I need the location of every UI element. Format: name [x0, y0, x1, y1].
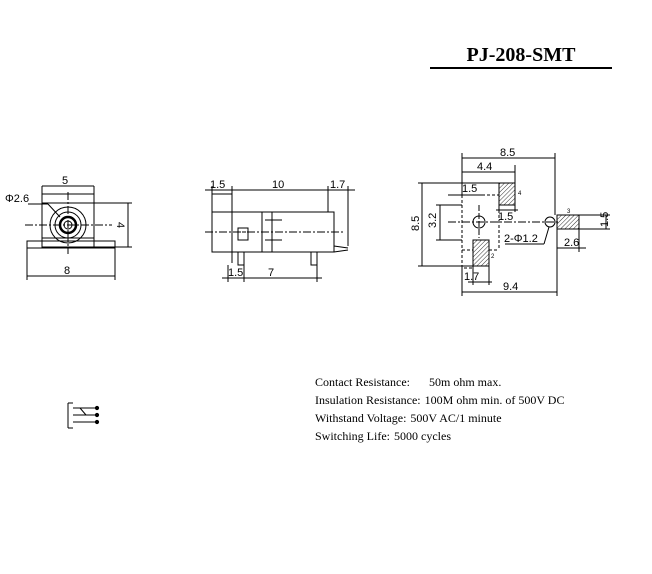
spec-row: Contact Resistance: 50m ohm max. [315, 373, 564, 391]
dim-pad-width: 1.5 [498, 211, 513, 223]
pcb-layout-view [418, 153, 610, 296]
spec-label: Contact Resistance: [315, 375, 410, 389]
dim-side-length: 10 [272, 179, 284, 191]
dim-pad-right-height: 1.5 [599, 212, 611, 227]
dim-pad-overall: 8.5 [500, 147, 515, 159]
specifications: Contact Resistance: 50m ohm max. Insulati… [315, 373, 564, 445]
drawing-title: PJ-208-SMT [430, 44, 612, 69]
dim-pad-height: 8.5 [410, 216, 422, 231]
spec-value: 500V AC/1 minute [410, 411, 502, 425]
dim-pad-inner: 4.4 [477, 161, 492, 173]
dim-side-right-top: 1.7 [330, 179, 345, 191]
spec-row: Insulation Resistance:100M ohm min. of 5… [315, 391, 564, 409]
spec-label: Switching Life: [315, 429, 390, 443]
pad-4 [498, 182, 516, 206]
dim-front-width-top: 5 [62, 175, 68, 187]
spec-value: 100M ohm min. of 500V DC [424, 393, 565, 407]
pad-3 [556, 214, 580, 230]
side-view [205, 186, 355, 282]
front-base-plate [26, 240, 116, 249]
dim-pad-left: 1.5 [462, 183, 477, 195]
pin-label-4: 4 [518, 191, 522, 197]
spec-value: 50m ohm max. [429, 375, 502, 389]
spec-value: 5000 cycles [394, 429, 451, 443]
schematic-symbol [67, 402, 100, 429]
spec-label: Insulation Resistance: [315, 393, 421, 407]
jack-symbol [67, 402, 73, 429]
dim-pad-holes: 2-Φ1.2 [504, 233, 538, 245]
dim-pad-right-width: 2.6 [564, 237, 579, 249]
dim-side-left-bottom: 1.5 [228, 267, 243, 279]
front-view [25, 185, 132, 280]
dim-front-height: 4 [114, 222, 126, 228]
dim-pad-center: 3.2 [427, 213, 439, 228]
dim-pad-span: 9.4 [503, 281, 518, 293]
dim-side-pin-spacing: 7 [268, 267, 274, 279]
dim-pad-bottom-width: 1.7 [464, 271, 479, 283]
dim-front-diameter: Φ2.6 [5, 193, 29, 205]
spec-row: Switching Life: 5000 cycles [315, 427, 564, 445]
pin-label-2: 2 [491, 254, 495, 260]
dim-front-width-bottom: 8 [64, 265, 70, 277]
pad-2 [472, 239, 490, 267]
dim-side-left-top: 1.5 [210, 179, 225, 191]
spec-label: Withstand Voltage: [315, 411, 407, 425]
spec-row: Withstand Voltage:500V AC/1 minute [315, 409, 564, 427]
pin-label-3: 3 [567, 209, 571, 215]
